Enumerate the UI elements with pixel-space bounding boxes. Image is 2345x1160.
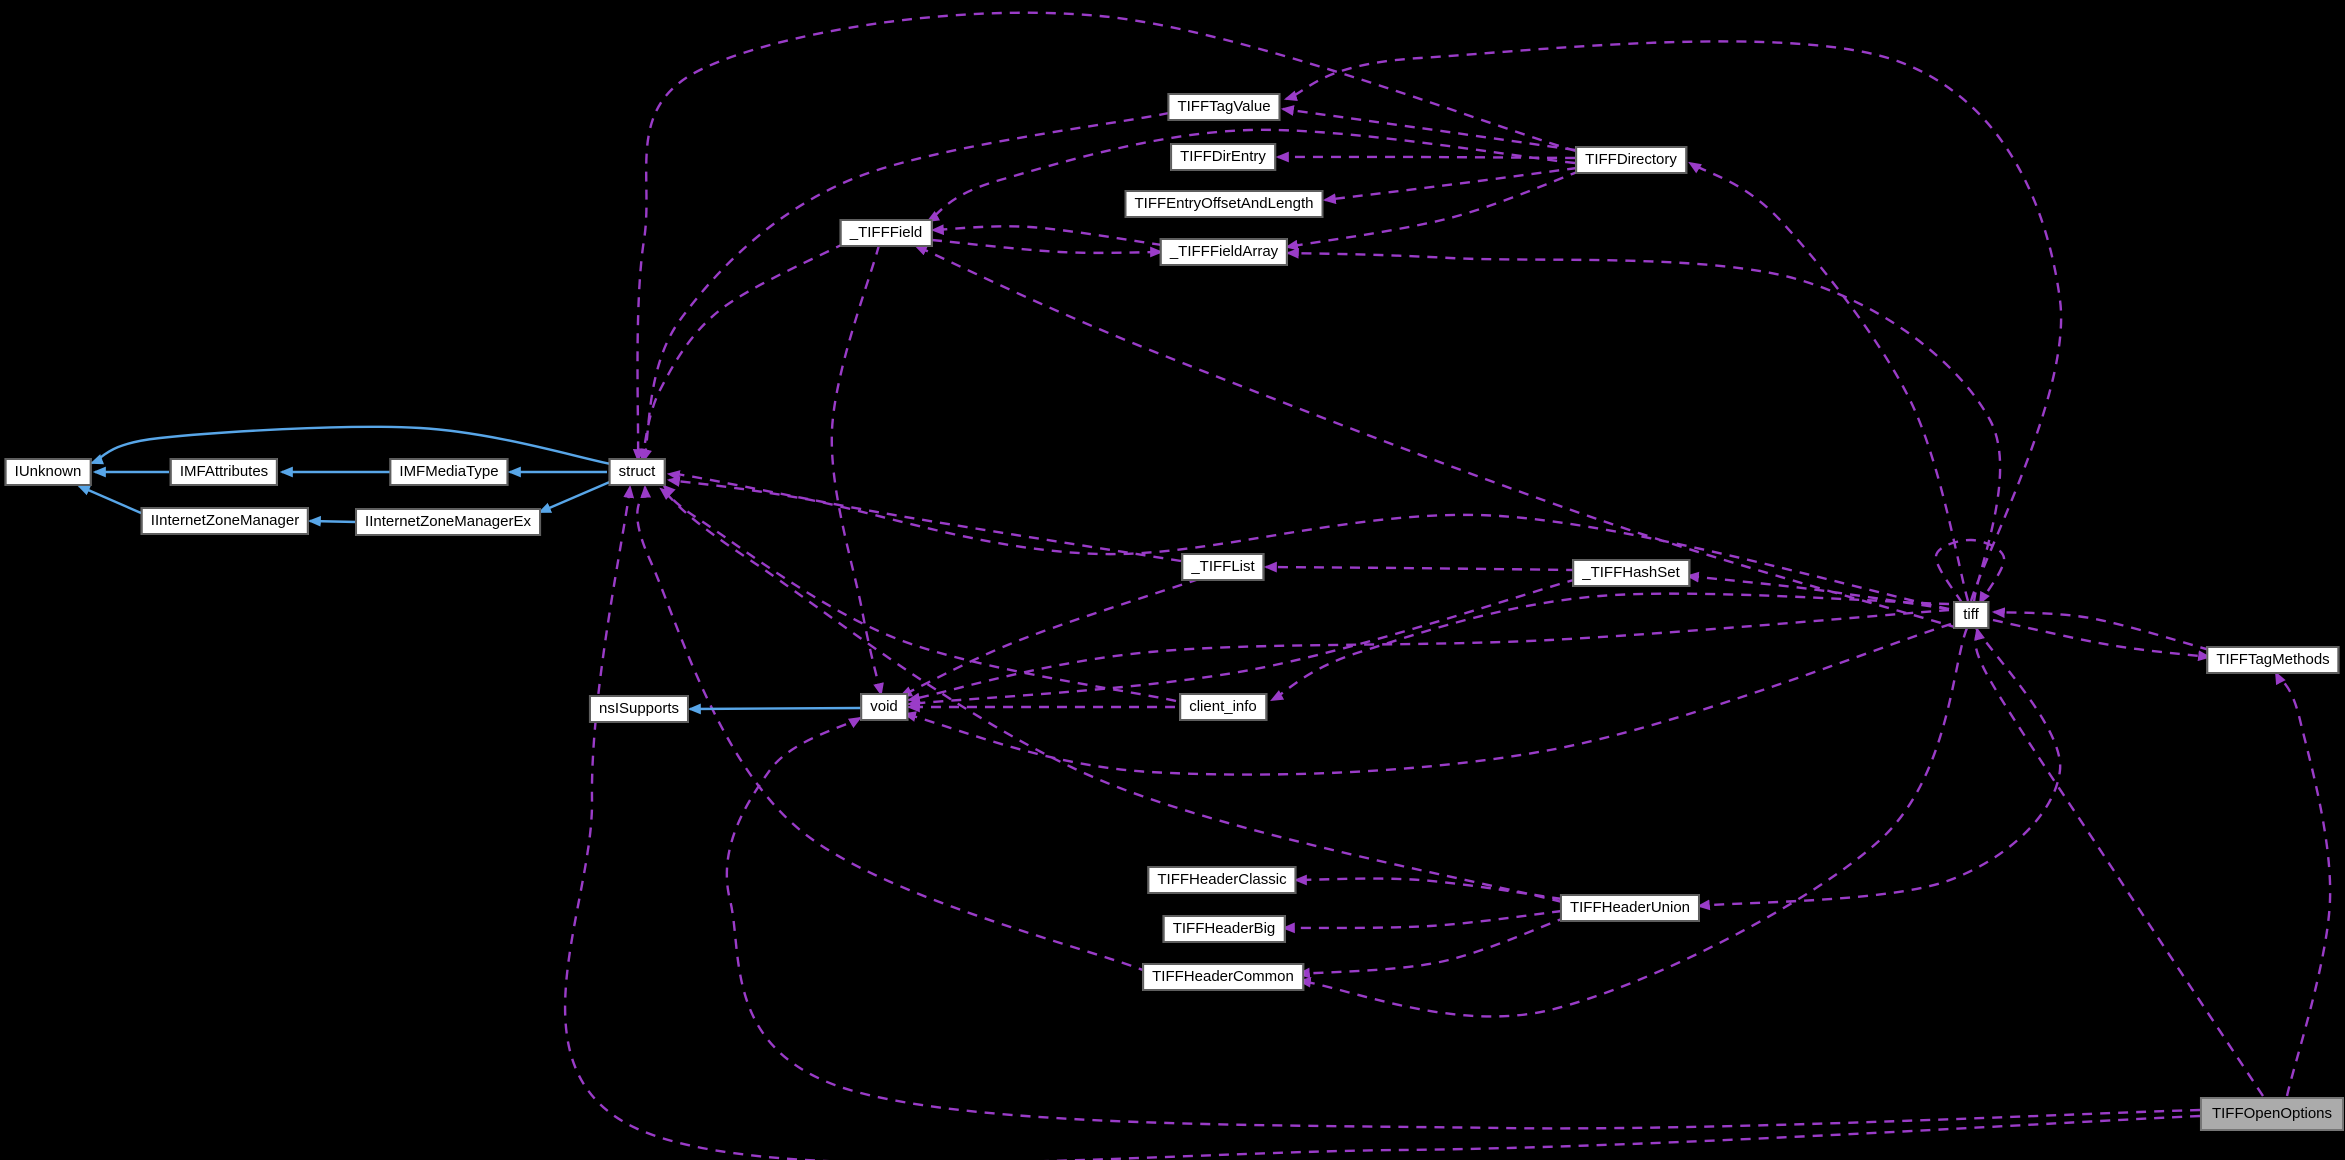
node-TIFFHeaderCommon[interactable]: TIFFHeaderCommon	[1142, 963, 1304, 991]
edge-tiff-TIFFHeaderUnion	[1696, 627, 2062, 911]
edge-TIFFTagMethods-tiff	[1991, 607, 2211, 652]
edge-tiff-void	[906, 608, 1950, 704]
edge-tiff-void	[902, 622, 1952, 776]
edge-_TIFFField-void	[830, 244, 884, 697]
node-IMFMediaType[interactable]: IMFMediaType	[389, 458, 509, 486]
edge-tiff-TIFFDirectory	[1688, 161, 1970, 602]
node-_TIFFFieldArray[interactable]: _TIFFFieldArray	[1159, 238, 1289, 266]
edge-struct-IUnknown	[89, 425, 612, 466]
edge-tiff-_TIFFField	[914, 244, 1959, 630]
node-nsISupports[interactable]: nsISupports	[588, 695, 690, 723]
edge-TIFFDirectory-_TIFFFieldArray	[1284, 169, 1581, 251]
edge-_TIFFHashSet-_TIFFList	[1263, 561, 1577, 573]
node-TIFFOpenOptions[interactable]: TIFFOpenOptions	[2199, 1097, 2345, 1131]
node-TIFFTagValue[interactable]: TIFFTagValue	[1167, 93, 1281, 121]
edge-tiff-TIFFHeaderCommon	[1297, 627, 1969, 1018]
node-TIFFHeaderClassic[interactable]: TIFFHeaderClassic	[1147, 866, 1297, 894]
node-client_info[interactable]: client_info	[1179, 693, 1267, 721]
node-TIFFTagMethods[interactable]: TIFFTagMethods	[2206, 646, 2340, 674]
edge-void-nsISupports	[687, 703, 862, 715]
edge-struct-IInternetZoneManagerEx	[538, 479, 613, 514]
edge-TIFFDirectory-TIFFTagValue	[1280, 105, 1576, 152]
edge-TIFFDirectory-struct	[632, 11, 1577, 463]
node-tiff[interactable]: tiff	[1953, 601, 1989, 629]
edge-TIFFOpenOptions-void	[725, 716, 2201, 1130]
edge-tiff-_TIFFHashSet	[1685, 571, 1950, 611]
node-TIFFEntryOffsetAndLength[interactable]: TIFFEntryOffsetAndLength	[1124, 190, 1324, 218]
edge-IInternetZoneManager-IUnknown	[77, 484, 142, 515]
node-IInternetZoneManager[interactable]: IInternetZoneManager	[140, 507, 310, 535]
edge-_TIFFField-_TIFFFieldArray	[931, 238, 1164, 258]
node-_TIFFHashSet[interactable]: _TIFFHashSet	[1572, 559, 1690, 587]
edge-TIFFHeaderUnion-TIFFHeaderCommon	[1296, 915, 1568, 979]
edge-_TIFFList-void	[899, 577, 1200, 698]
node-TIFFHeaderBig[interactable]: TIFFHeaderBig	[1162, 915, 1286, 943]
node-IMFAttributes[interactable]: IMFAttributes	[169, 458, 279, 486]
node-IUnknown[interactable]: IUnknown	[4, 458, 92, 486]
edge-client_info-struct	[662, 484, 1177, 703]
edge-tiff-TIFFTagMethods	[1992, 618, 2212, 662]
node-void[interactable]: void	[860, 693, 908, 721]
node-TIFFHeaderUnion[interactable]: TIFFHeaderUnion	[1559, 894, 1701, 922]
edge-TIFFOpenOptions-struct	[563, 484, 2201, 1160]
edge-tiff-TIFFTagValue	[1283, 40, 2063, 602]
edge-IInternetZoneManagerEx-IInternetZoneManager	[307, 515, 358, 527]
node-TIFFDirectory[interactable]: TIFFDirectory	[1575, 146, 1687, 174]
node-TIFFDirEntry[interactable]: TIFFDirEntry	[1170, 143, 1276, 171]
edge-tiff-struct	[666, 476, 1950, 611]
edge-tiff-_TIFFFieldArray	[1285, 247, 2002, 603]
edge-_TIFFField-struct	[639, 241, 846, 463]
edge-_TIFFHashSet-void	[906, 577, 1578, 709]
edge-TIFFDirectory-_TIFFField	[926, 128, 1576, 223]
edge-_TIFFFieldArray-_TIFFField	[930, 224, 1163, 247]
edge-tiff-tiff	[1934, 538, 2006, 605]
edge-TIFFOpenOptions-TIFFTagMethods	[2274, 671, 2332, 1097]
edge-TIFFHeaderCommon-struct	[636, 484, 1149, 974]
edge-_TIFFList-struct	[666, 470, 1182, 563]
edge-TIFFTagValue-struct	[641, 111, 1170, 463]
edge-TIFFDirectory-TIFFEntryOffsetAndLength	[1322, 166, 1578, 205]
node-struct[interactable]: struct	[608, 458, 666, 486]
node-_TIFFField[interactable]: _TIFFField	[839, 219, 933, 247]
edge-tiff-client_info	[1270, 592, 1950, 702]
node-IInternetZoneManagerEx[interactable]: IInternetZoneManagerEx	[355, 508, 541, 536]
edge-TIFFHeaderUnion-TIFFHeaderClassic	[1293, 874, 1563, 901]
edge-TIFFHeaderUnion-TIFFHeaderBig	[1281, 909, 1563, 934]
node-_TIFFList[interactable]: _TIFFList	[1181, 553, 1265, 581]
edge-TIFFOpenOptions-tiff	[1974, 626, 2265, 1097]
edge-TIFFHeaderUnion-struct	[659, 487, 1563, 904]
